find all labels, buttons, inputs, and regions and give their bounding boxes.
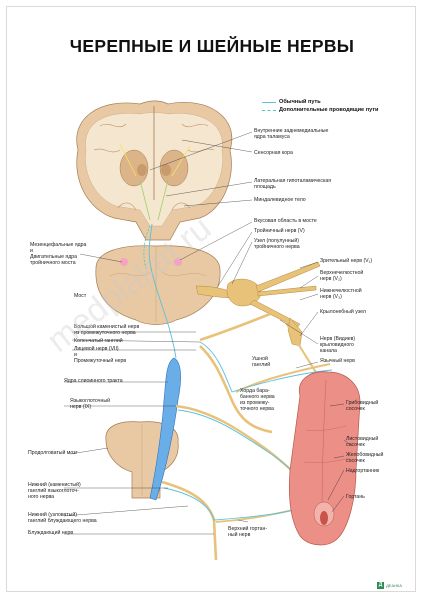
label-epiglottis: Надгортанник bbox=[346, 468, 380, 474]
label-trigeminal: Тройничный нерв (V) bbox=[254, 228, 305, 234]
brand-logo: Д ДЕАНКА bbox=[377, 582, 402, 589]
label-amygdala: Миндалевидное тело bbox=[254, 197, 306, 203]
legend-extra-line bbox=[262, 110, 276, 111]
label-optic-v1: Зрительный нерв (V₁) bbox=[320, 258, 373, 264]
label-foliate: Листовидный сосочек bbox=[346, 436, 379, 448]
poster-frame bbox=[6, 6, 416, 592]
label-vidian: Нерв (Видиев) крыловидного канала bbox=[320, 336, 356, 354]
legend-normal-label: Обычный путь bbox=[279, 99, 321, 105]
label-chorda-tympani: Хорда бара- банного нерва из промежу- то… bbox=[240, 388, 275, 412]
normal-paths bbox=[148, 223, 333, 521]
label-pons: Мост bbox=[74, 293, 87, 299]
tongue bbox=[288, 371, 361, 546]
label-maxillary-v2: Верхнечелюстной нерв (V₂) bbox=[320, 270, 364, 282]
label-larynx: Гортань bbox=[346, 494, 365, 500]
label-greater-petrosal: Большой каменистый нерв из промежуточног… bbox=[74, 324, 140, 336]
label-mesencephalic: Мезенцефальные ядра и Двигательные ядра … bbox=[30, 242, 87, 266]
label-medulla: Продолговатый мозг bbox=[28, 450, 78, 456]
label-vallate: Желобовидный сосочек bbox=[346, 452, 384, 464]
label-inner-thalamus: Внутренние заднемедиальные ядра таламуса bbox=[254, 128, 329, 140]
legend-extra-label: Дополнительные проводящие пути bbox=[279, 107, 379, 113]
solitary-nucleus bbox=[149, 357, 181, 501]
poster-title: ЧЕРЕПНЫЕ И ШЕЙНЫЕ НЕРВЫ bbox=[69, 36, 355, 56]
glossopharyngeal-nerve bbox=[175, 404, 308, 489]
label-solitary: Ядра слиоинного тракта bbox=[64, 378, 123, 384]
label-pterygopalatine-ganglion: Крылонебный узел bbox=[320, 309, 366, 315]
label-taste-pons: Вкусовая область в мосте bbox=[254, 218, 317, 224]
label-mandibular-v3: Нижнечелюстной нерв (V₃) bbox=[320, 288, 362, 300]
label-glossopharyngeal: Языкоглоточный нерв (IX) bbox=[70, 398, 110, 410]
brain-section bbox=[76, 100, 233, 241]
label-geniculate: Коленчатый ганглий bbox=[74, 338, 123, 344]
brand-logo-icon: Д bbox=[377, 582, 385, 589]
facial-nerve bbox=[199, 312, 273, 434]
label-inferior-ix-ganglion: Нижний (каменистый) ганглий языкоглоточ-… bbox=[28, 482, 81, 500]
leader-lines bbox=[63, 131, 353, 535]
label-lingual: Язычный нерв bbox=[320, 358, 355, 364]
label-ear-ganglion: Ушной ганглий bbox=[252, 356, 271, 368]
label-vagus: Блуждающий нерв bbox=[28, 530, 74, 536]
legend-normal-line bbox=[262, 102, 276, 103]
label-superior-laryngeal: Верхний гортан- ный нерв bbox=[228, 526, 268, 538]
label-fungiform: Грибовидный сосочек bbox=[346, 400, 379, 412]
extra-paths bbox=[143, 225, 151, 269]
label-inferior-x-ganglion: Нижний (узловатый) ганглий блуждающего н… bbox=[28, 512, 97, 524]
label-sensory-cortex: Сенсорная кора bbox=[254, 150, 293, 156]
label-lateral-hypothalamus: Латеральная гипоталамическая площадь bbox=[254, 178, 332, 190]
superior-laryngeal-nerve bbox=[215, 507, 301, 523]
label-facial: Лицевой нерв (VII) и Промежуточный нерв bbox=[74, 346, 127, 364]
brand-name: ДЕАНКА bbox=[386, 583, 402, 588]
vagus-nerve bbox=[161, 480, 218, 561]
trigeminal-nerve bbox=[195, 261, 321, 347]
label-trigeminal-ganglion: Узел (полулунный) тройничного нерва bbox=[254, 238, 300, 250]
